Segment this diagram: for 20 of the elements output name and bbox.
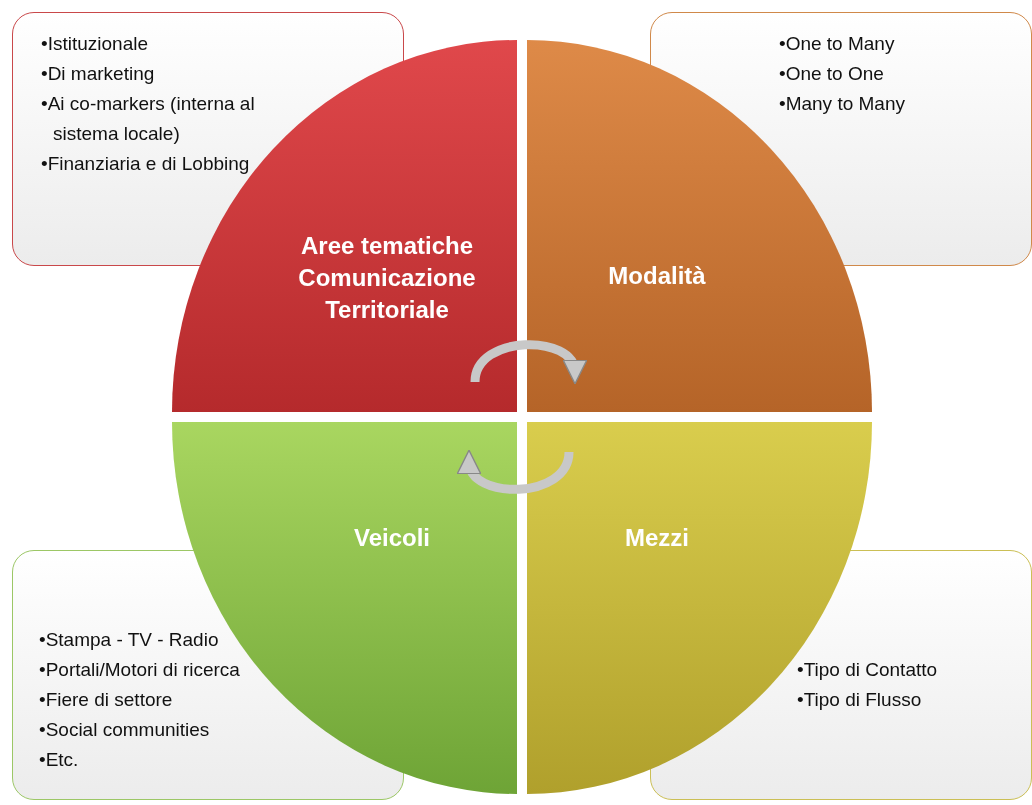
bullet-item: •Tipo di Contatto [797, 658, 939, 682]
quadrant-title: Veicoli [352, 523, 431, 553]
bullet-item: •Many to Many [779, 92, 906, 116]
quadrant-title: Modalità [607, 261, 707, 291]
curved-arrow [459, 449, 574, 494]
quadrant-title: Mezzi [624, 523, 690, 553]
bullet-item: •Stampa - TV - Radio [39, 628, 220, 652]
bullet-item: •Tipo di Flusso [797, 688, 923, 712]
bullet-item: •Istituzionale [41, 32, 149, 56]
bullet-item: •Ai co-markers (interna al sistema locale) [41, 92, 256, 146]
bullet-item: •Di marketing [41, 62, 156, 86]
bullet-item: •Social communities [39, 718, 211, 742]
bullet-item: •Etc. [39, 748, 80, 772]
bullet-item: •Fiere di settore [39, 688, 174, 712]
bullet-item: •One to Many [779, 32, 896, 56]
bullet-item: •One to One [779, 62, 885, 86]
bullet-item: •Portali/Motori di ricerca [39, 658, 241, 682]
bullet-item: •Finanziaria e di Lobbing [41, 152, 251, 176]
curved-arrow [470, 340, 585, 385]
quadrant-title: Aree tematiche Comunicazione Territoriale [297, 231, 477, 325]
